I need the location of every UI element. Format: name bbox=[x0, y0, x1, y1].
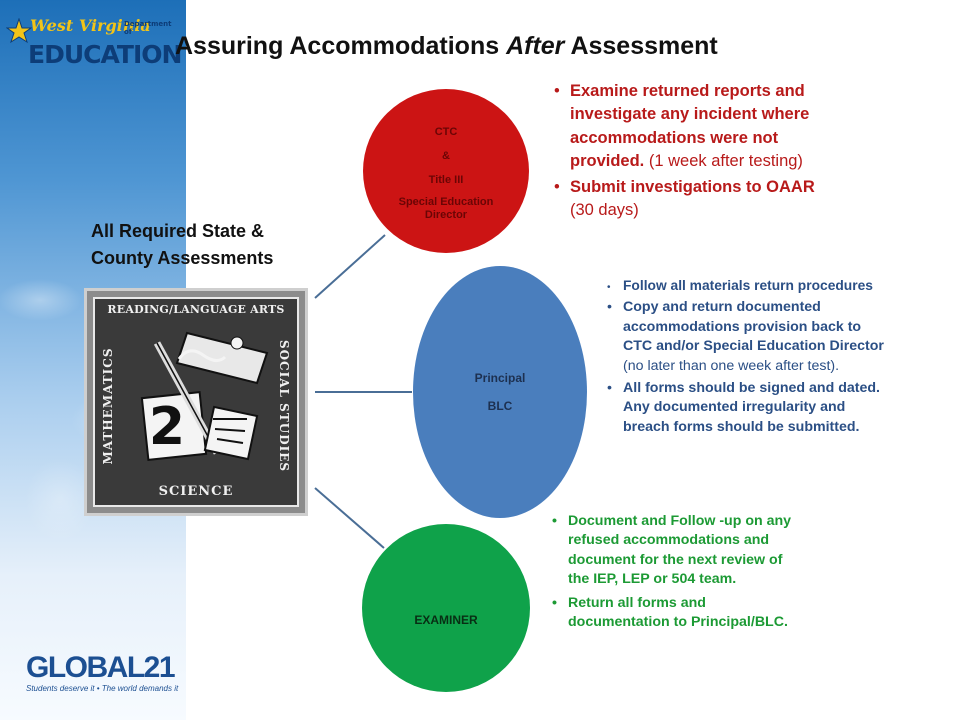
examiner-responsibilities-list: Document and Follow -up on any refused a… bbox=[552, 512, 802, 636]
slide-title-emphasis: After bbox=[506, 32, 565, 60]
slide-title-pre: Assuring Accommodations bbox=[175, 32, 507, 60]
slide-title: Assuring Accommodations After Assessment bbox=[175, 32, 795, 61]
examiner-label: EXAMINER bbox=[414, 613, 478, 627]
list-item: Examine returned reports and investigate… bbox=[554, 80, 816, 173]
connector-to-examiner bbox=[314, 487, 385, 549]
list-item: All forms should be signed and dated. An… bbox=[607, 379, 887, 437]
examiner-circle: EXAMINER bbox=[362, 524, 530, 692]
principal-label-line1: Principal bbox=[474, 371, 526, 385]
ctc-circle: CTC & Title III Special Education Direct… bbox=[363, 89, 529, 253]
subject-digit: 2 bbox=[148, 397, 186, 457]
test-collage-illustration bbox=[140, 331, 269, 461]
assessments-label: All Required State & County Assessments bbox=[91, 221, 274, 268]
ctc-label-line4: Special Education Director bbox=[398, 196, 494, 221]
subjects-image-frame: READING/LANGUAGE ARTS MATHEMATICS SOCIAL… bbox=[93, 297, 299, 507]
list-item: Follow all materials return procedures bbox=[607, 276, 887, 298]
principal-label-line2: BLC bbox=[487, 399, 513, 413]
subjects-image: READING/LANGUAGE ARTS MATHEMATICS SOCIAL… bbox=[84, 288, 308, 516]
connector-to-ctc bbox=[314, 234, 386, 299]
global21-logo: GLOBAL21 Students deserve it • The world… bbox=[26, 651, 179, 700]
ctc-responsibilities-list: Examine returned reports and investigate… bbox=[554, 80, 816, 226]
ctc-label-line2: & bbox=[442, 150, 450, 162]
ctc-label-line3: Title III bbox=[428, 174, 464, 186]
list-item: Copy and return documented accommodation… bbox=[607, 298, 887, 376]
wv-logo-line2: EDUCATION bbox=[28, 40, 182, 69]
list-item: Submit investigations to OAAR (30 days) bbox=[554, 176, 816, 223]
principal-circle: Principal BLC bbox=[413, 266, 587, 518]
wv-logo-line1: West Virginia bbox=[30, 16, 151, 35]
principal-responsibilities-list: Follow all materials return procedures C… bbox=[607, 276, 887, 440]
global21-wordmark: GLOBAL21 bbox=[26, 651, 176, 684]
list-item: Document and Follow -up on any refused a… bbox=[552, 512, 802, 590]
subject-science-label: SCIENCE bbox=[158, 484, 234, 499]
global21-tagline: Students deserve it • The world demands … bbox=[26, 684, 179, 693]
list-item: Return all forms and documentation to Pr… bbox=[552, 594, 802, 633]
ctc-label-line1: CTC bbox=[434, 126, 458, 138]
wv-logo-dept: Department of bbox=[124, 20, 172, 36]
wv-education-logo: West Virginia Department of EDUCATION bbox=[6, 12, 182, 74]
star-icon bbox=[6, 18, 32, 44]
subject-reading-label: READING/LANGUAGE ARTS bbox=[107, 303, 285, 316]
slide-title-post: Assessment bbox=[564, 32, 718, 60]
